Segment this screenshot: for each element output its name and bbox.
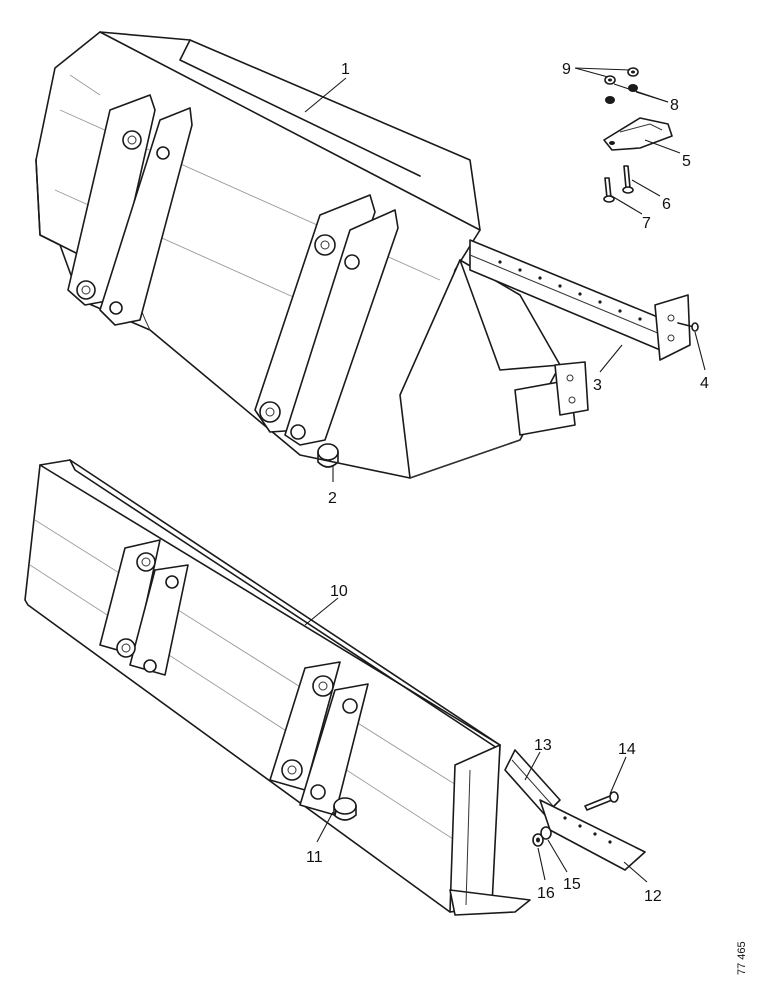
callout-3: 3: [593, 377, 602, 394]
pin-part-4: [677, 322, 699, 332]
callout-7: 7: [642, 215, 651, 232]
blade-bracket-right: [269, 661, 369, 816]
callout-5: 5: [682, 153, 691, 170]
callout-2: 2: [328, 490, 337, 507]
callout-6: 6: [662, 196, 671, 213]
right-mounting-bracket: [254, 194, 399, 446]
tooth-part-5: [603, 117, 673, 151]
callout-10: 10: [330, 583, 348, 600]
callout-16: 16: [537, 885, 555, 902]
leader-lines: [304, 67, 706, 883]
callout-1: 1: [341, 61, 350, 78]
callout-15: 15: [563, 876, 581, 893]
left-mounting-bracket: [67, 94, 193, 326]
bolt-part-7: [603, 177, 615, 203]
bush-part-2: [317, 443, 339, 468]
bolt-part-14: [584, 791, 619, 811]
callout-11: 11: [306, 849, 323, 866]
callout-8: 8: [670, 97, 679, 114]
dozer-blade: [24, 459, 531, 916]
callout-13: 13: [534, 737, 552, 754]
cutting-edge-part-3: [469, 239, 691, 361]
nuts-washers: [604, 67, 639, 104]
edge-strip-part-12: [539, 799, 646, 871]
figure-reference: 77 465: [736, 941, 748, 975]
callout-14: 14: [618, 741, 636, 758]
nut-washer-15-16: [532, 826, 552, 847]
callout-12: 12: [644, 888, 662, 905]
callout-4: 4: [700, 375, 709, 392]
bolt-part-6: [622, 165, 634, 194]
callout-9: 9: [562, 61, 571, 78]
bush-part-11: [333, 797, 357, 821]
loader-bucket: [35, 31, 589, 479]
blade-bracket-left: [99, 539, 189, 676]
